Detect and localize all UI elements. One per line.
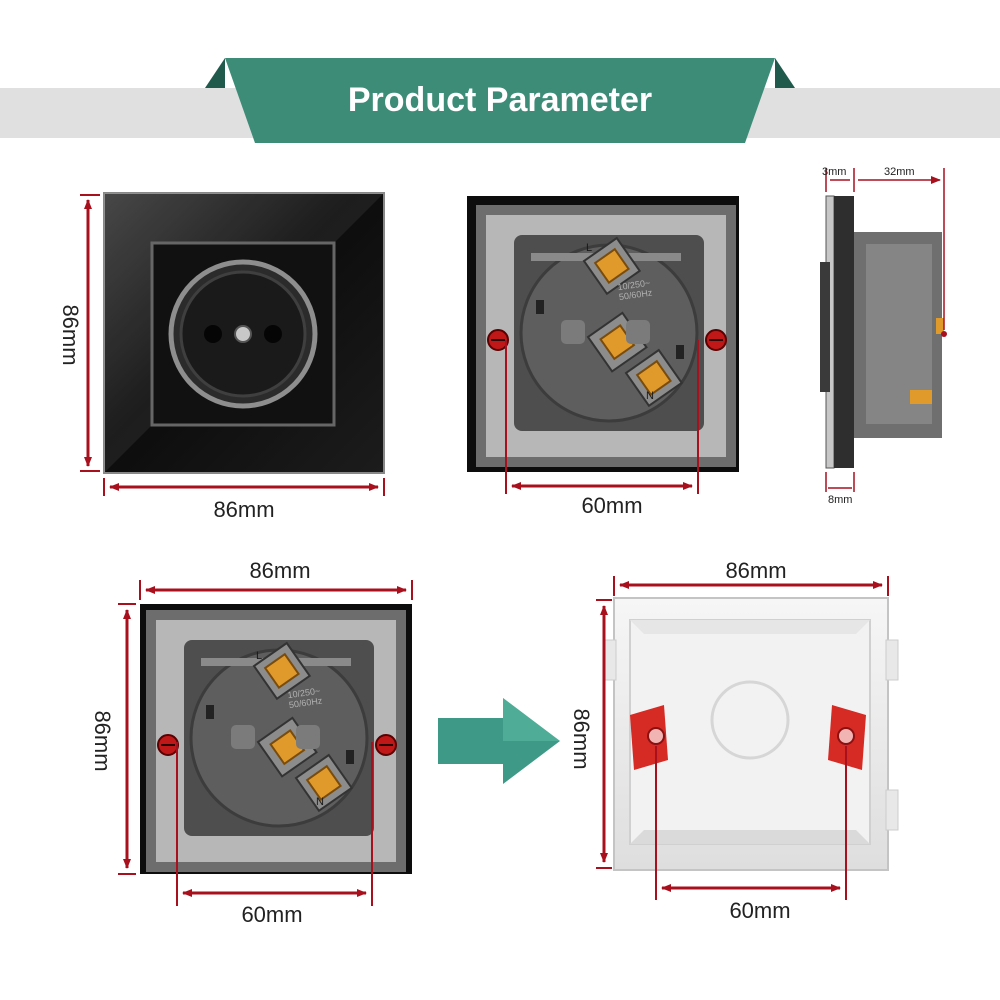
box-height-label: 86mm (569, 708, 594, 770)
banner-fold-left (205, 58, 225, 88)
box-screw-label: 60mm (729, 898, 791, 923)
terminal-n-label-mount: N (316, 796, 324, 808)
side-thickness-label: 3mm (822, 166, 847, 178)
mount-view-mechanism (144, 608, 408, 874)
knockout-circle (710, 680, 790, 760)
side-depth-label: 32mm (884, 166, 915, 178)
side-frame (834, 196, 854, 468)
terminal-l-label-mount: L (256, 650, 263, 662)
socket-hole-left (204, 325, 222, 343)
terminal-l-label-back: L (586, 242, 593, 254)
banner-ribbon (225, 58, 775, 143)
earth-pin (234, 325, 252, 343)
front-width-label: 86mm (213, 497, 275, 522)
front-height-label: 86mm (58, 304, 83, 366)
socket-hole-right (264, 325, 282, 343)
mount-screw-label: 60mm (241, 902, 303, 927)
box-width-label: 86mm (725, 558, 787, 583)
mount-width-label: 86mm (249, 558, 311, 583)
banner-fold-right (775, 58, 795, 88)
mount-height-label: 86mm (90, 710, 115, 772)
back-screw-label: 60mm (581, 493, 643, 518)
banner-graphic (0, 58, 1000, 143)
terminal-n-label-back: N (646, 390, 654, 402)
side-bottom-label: 8mm (828, 494, 853, 506)
banner-title: Product Parameter (347, 81, 653, 119)
